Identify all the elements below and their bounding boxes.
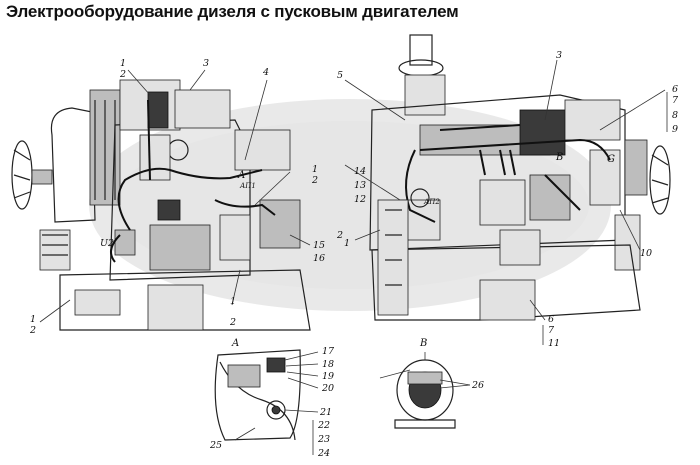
label-11: 11 (548, 338, 560, 349)
callout-a-main: A (237, 170, 245, 181)
label-13: 13 (354, 180, 366, 191)
label-24: 24 (317, 448, 330, 459)
label-3: 3 (203, 58, 209, 69)
label-2-top: 2 (119, 69, 126, 80)
label-1-bottom-left: 1 (30, 314, 36, 325)
callout-b-main: B (555, 152, 563, 163)
right-base-frame (371, 199, 641, 321)
label-16: 16 (313, 253, 325, 264)
label-7-top: 7 (672, 95, 679, 106)
callout-ap1: АП1 (239, 182, 256, 190)
label-4: 4 (262, 67, 269, 78)
letter-callouts: A B G U2 АП1 АП2 A B (100, 152, 615, 349)
inset-view-a (214, 349, 319, 455)
label-2-mid: 2 (311, 175, 318, 186)
label-1-bottom-mid: 1 (230, 296, 236, 307)
label-12: 12 (354, 194, 366, 205)
label-6-bottom: 6 (548, 314, 554, 325)
inset-b-title: B (419, 338, 427, 349)
label-17: 17 (322, 346, 335, 357)
label-26: 26 (471, 380, 484, 391)
right-engine (344, 34, 671, 321)
label-1-top: 1 (120, 58, 126, 69)
label-5: 5 (337, 70, 343, 81)
label-22: 22 (317, 420, 330, 431)
callout-ap2: АП2 (423, 198, 440, 206)
left-engine (11, 69, 311, 331)
callout-labels: 1 2 3 4 5 3 6 7 8 9 10 1 2 14 13 12 15 1… (29, 50, 679, 459)
label-14: 14 (354, 166, 366, 177)
label-15: 15 (313, 240, 325, 251)
right-brackets (542, 92, 668, 345)
label-23: 23 (317, 434, 330, 445)
label-20: 20 (321, 383, 334, 394)
label-9: 9 (672, 124, 678, 135)
left-wiring (110, 99, 276, 263)
label-2-bottom-left: 2 (29, 325, 36, 336)
right-exhaust (398, 34, 446, 116)
label-21: 21 (319, 407, 332, 418)
right-leaders (344, 59, 666, 321)
right-fan (614, 139, 671, 271)
label-7-bottom: 7 (548, 325, 555, 336)
left-leaders (39, 69, 311, 323)
label-1-mid: 1 (312, 164, 318, 175)
left-base-frame (59, 269, 311, 331)
label-2-center: 2 (336, 230, 343, 241)
label-19: 19 (322, 371, 334, 382)
left-fan (11, 140, 71, 271)
label-3-right: 3 (556, 50, 562, 61)
label-1-center: 1 (344, 238, 350, 249)
label-6-top: 6 (672, 84, 678, 95)
label-25: 25 (209, 440, 222, 451)
diagram-title: Электрооборудование дизеля с пусковым дв… (6, 2, 459, 21)
callout-u2: U2 (100, 238, 114, 249)
left-radiator (50, 89, 121, 223)
label-10: 10 (640, 248, 652, 259)
inset-a-title: A (231, 338, 239, 349)
callout-g-main: G (607, 154, 615, 165)
label-18: 18 (322, 359, 334, 370)
inset-view-b (379, 352, 471, 429)
label-2-bottom-mid: 2 (229, 317, 236, 328)
left-engine-block (109, 79, 301, 281)
right-wiring (405, 124, 611, 223)
label-8: 8 (672, 110, 678, 121)
